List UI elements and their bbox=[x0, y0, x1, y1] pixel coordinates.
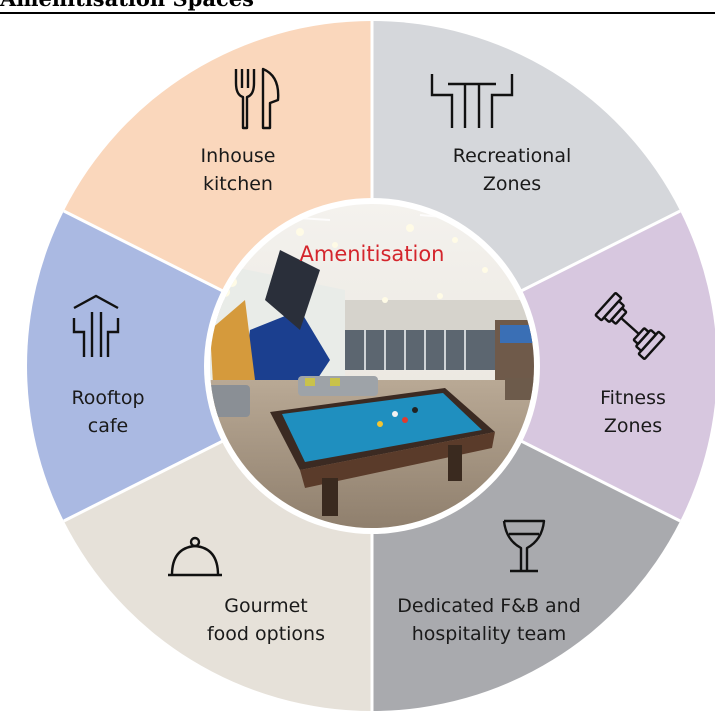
label-fitness-line2: Zones bbox=[603, 415, 663, 437]
center-title: Amenitisation bbox=[299, 242, 445, 266]
recreational-zone-icon bbox=[430, 74, 514, 128]
label-kitchen-line2: kitchen bbox=[203, 173, 273, 195]
label-rooftop-line2: cafe bbox=[87, 415, 129, 437]
label-fitness: Fitness Zones bbox=[538, 384, 715, 440]
label-kitchen: Inhouse kitchen bbox=[143, 142, 333, 198]
label-recreational-line2: Zones bbox=[482, 173, 542, 195]
label-rooftop: Rooftop cafe bbox=[13, 384, 203, 440]
dumbbell-icon bbox=[594, 291, 666, 361]
rooftop-icon bbox=[72, 294, 120, 357]
title-divider bbox=[0, 12, 715, 14]
cocktail-glass-icon bbox=[502, 519, 546, 573]
label-kitchen-line1: Inhouse bbox=[200, 145, 276, 167]
label-gourmet: Gourmet food options bbox=[171, 592, 361, 648]
label-recreational: Recreational Zones bbox=[417, 142, 607, 198]
center-photo bbox=[210, 204, 534, 528]
label-gourmet-line2: food options bbox=[206, 623, 326, 645]
label-fitness-line1: Fitness bbox=[600, 387, 666, 409]
cloche-icon bbox=[168, 536, 222, 577]
page-title: Amenitisation Spaces bbox=[0, 0, 254, 11]
segment-rooftop bbox=[27, 211, 372, 521]
cutlery-icon bbox=[234, 67, 280, 130]
label-rooftop-line1: Rooftop bbox=[71, 387, 145, 409]
label-fnb: Dedicated F&B and hospitality team bbox=[394, 592, 584, 648]
label-gourmet-line1: Gourmet bbox=[224, 595, 308, 617]
label-fnb-line2: hospitality team bbox=[411, 623, 567, 645]
segment-fitness bbox=[372, 211, 715, 521]
label-recreational-line1: Recreational bbox=[452, 145, 572, 167]
label-fnb-line1: Dedicated F&B and bbox=[397, 595, 581, 617]
